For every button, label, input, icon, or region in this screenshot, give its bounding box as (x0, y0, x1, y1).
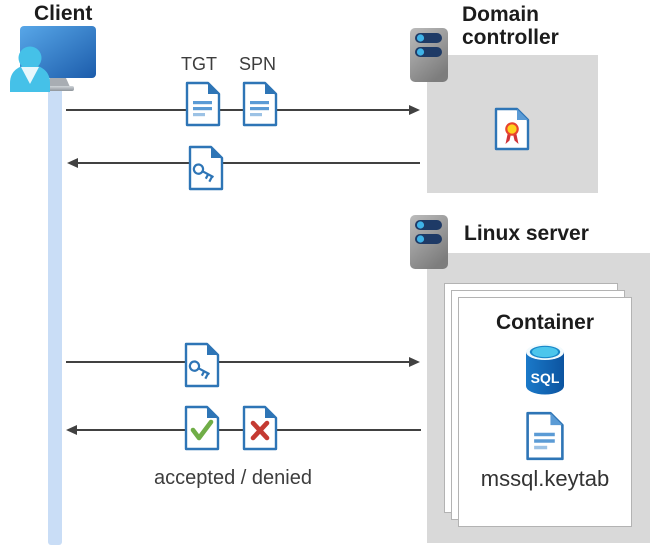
keytab-label: mssql.keytab (480, 466, 610, 491)
sql-label: SQL (531, 370, 560, 386)
arrow-ticket-to-client (78, 162, 420, 164)
tgt-document-icon (185, 81, 221, 127)
keytab-document-icon (526, 411, 564, 461)
domain-controller-title: Domain controller (462, 3, 559, 49)
linux-server-icon (410, 215, 448, 269)
client-lifeline-bar (48, 82, 62, 545)
spn-label: SPN (239, 54, 277, 74)
accepted-denied-label: accepted / denied (154, 467, 312, 489)
arrow-ticket-to-container (66, 361, 410, 363)
arrowhead-left-icon (66, 424, 77, 435)
linux-server-title: Linux server (464, 222, 589, 245)
arrowhead-right-icon (409, 356, 420, 367)
spn-document-icon (242, 81, 278, 127)
check-document-icon (184, 405, 220, 451)
key-document-icon (188, 145, 224, 191)
certificate-document-icon (494, 107, 530, 151)
container-title: Container (495, 311, 594, 334)
arrowhead-left-icon (67, 157, 78, 168)
x-document-icon (242, 405, 278, 451)
client-title: Client (34, 2, 93, 25)
sql-database-icon: SQL (526, 344, 564, 395)
key-document-icon (184, 342, 220, 388)
arrow-request-to-dc (66, 109, 410, 111)
arrowhead-right-icon (409, 104, 420, 115)
container-card: Container SQL mssql.keytab (458, 297, 632, 527)
tgt-label: TGT (181, 54, 217, 74)
dc-server-icon (410, 28, 448, 82)
monitor-user-icon (10, 26, 96, 92)
